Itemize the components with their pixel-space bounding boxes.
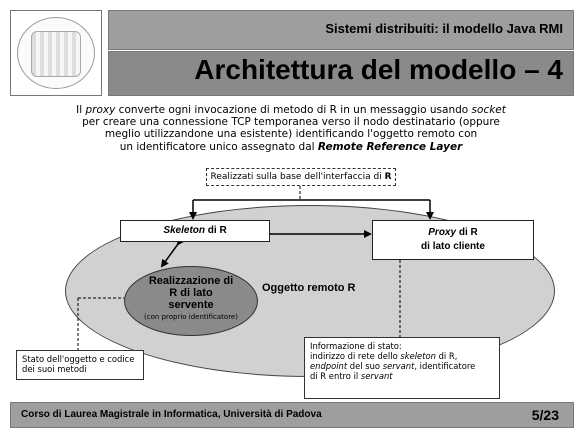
footer-bar: Corso di Laurea Magistrale in Informatic… [10,402,574,428]
servant-label: Realizzazione di R di lato servente [148,275,234,311]
intro-paragraph: Il proxy converte ogni invocazione di me… [30,104,552,153]
course-topic: Sistemi distribuiti: il modello Java RMI [325,21,563,36]
seal-emblem [31,31,81,77]
servant-sublabel: (con proprio identificatore) [144,313,238,321]
remote-object-label: Oggetto remoto R [262,282,356,294]
object-state-note: Stato dell'oggetto e codice dei suoi met… [16,350,144,380]
header-topic-bar: Sistemi distribuiti: il modello Java RMI [108,10,574,50]
university-logo [10,10,102,96]
header-title-bar: Architettura del modello – 4 [108,51,574,96]
interface-note: Realizzati sulla base dell'interfaccia d… [206,168,396,186]
proxy-box: Proxy di R di lato cliente [372,220,534,260]
servant-circle: Realizzazione di R di lato servente (con… [124,266,258,336]
skeleton-circle-link [160,236,185,268]
page-number: 5/23 [531,407,559,423]
intro-line-3: meglio utilizzandone una esistente) iden… [104,128,478,141]
intro-line-2: per creare una connessione TCP temporane… [82,116,500,129]
slide-title: Architettura del modello – 4 [194,54,563,85]
state-info-note: Informazione di stato: indirizzo di rete… [304,337,500,399]
intro-line-4: un identificatore unico assegnato dal Re… [119,140,463,153]
footer-course: Corso di Laurea Magistrale in Informatic… [21,409,322,420]
skeleton-box: Skeleton di R [120,220,270,242]
seal-icon [17,17,95,89]
intro-line-1: Il proxy converte ogni invocazione di me… [76,104,506,116]
